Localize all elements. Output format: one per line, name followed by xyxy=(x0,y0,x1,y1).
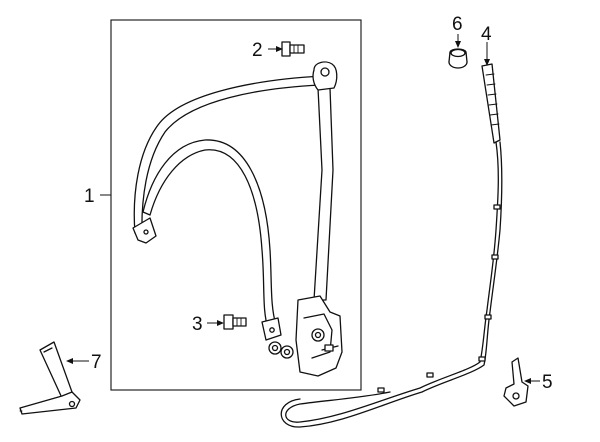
cable-clip xyxy=(426,372,434,378)
arrow-6 xyxy=(455,41,461,48)
cable-clip xyxy=(491,254,499,260)
rail-slot xyxy=(486,83,496,86)
bracket-hole xyxy=(512,392,520,400)
arrow-5 xyxy=(524,378,531,384)
arrow-3 xyxy=(217,320,224,326)
callout-4: 4 xyxy=(481,24,492,45)
callout-5: 5 xyxy=(542,372,553,393)
callout-6: 6 xyxy=(452,14,463,35)
buckle-part-7 xyxy=(19,341,81,415)
d-ring-bolt-hole xyxy=(320,67,330,77)
retractor-tab xyxy=(324,344,334,352)
arrow-2 xyxy=(276,46,283,52)
bracket-part-5 xyxy=(503,357,529,407)
bolt-shank xyxy=(289,44,305,54)
rail-slot xyxy=(488,103,498,106)
bolt-head xyxy=(281,41,291,57)
seat-belt-assembly xyxy=(132,61,343,377)
anchor-hole xyxy=(143,229,149,235)
belt-webbing-inner xyxy=(142,139,277,329)
cable-clip xyxy=(377,387,385,393)
bolt-part-3 xyxy=(223,314,247,330)
washer-1-hole xyxy=(271,344,279,352)
callout-7: 7 xyxy=(91,352,102,373)
buckle-cover xyxy=(39,341,73,399)
assembly-frame xyxy=(110,19,362,391)
cap-part-6 xyxy=(448,48,468,69)
retractor-detail-1 xyxy=(303,313,333,359)
cable-line xyxy=(285,141,499,423)
buckle-detail xyxy=(43,347,53,353)
callout-3: 3 xyxy=(192,314,203,335)
rail-slot xyxy=(485,73,495,76)
bolt-part-2 xyxy=(281,41,305,57)
cap-rim xyxy=(450,48,466,58)
cable xyxy=(280,141,503,428)
cable-clip xyxy=(493,204,501,210)
buckle-bolt xyxy=(68,400,76,408)
arrow-7 xyxy=(66,358,73,364)
adjuster-rail xyxy=(481,63,501,144)
cable-clip xyxy=(484,314,492,320)
rail-slot xyxy=(490,123,500,126)
rail-slot xyxy=(487,93,497,96)
cable-line-parallel xyxy=(280,141,503,428)
belt-vertical-run xyxy=(313,87,334,301)
bolt-shank xyxy=(232,317,247,327)
callout-2: 2 xyxy=(252,40,263,61)
rail-slot xyxy=(489,113,499,116)
bolt-head xyxy=(223,314,234,330)
callout-1: 1 xyxy=(84,186,95,207)
adjuster-rail-part-4 xyxy=(481,63,501,144)
cable-clip xyxy=(478,356,486,362)
retractor-spool-hub xyxy=(314,331,322,339)
washer-2-hole xyxy=(283,348,291,356)
buckle-stalk xyxy=(19,391,81,415)
arrow-4 xyxy=(484,59,490,66)
bracket xyxy=(503,357,529,407)
end-plate-hole xyxy=(269,327,275,333)
